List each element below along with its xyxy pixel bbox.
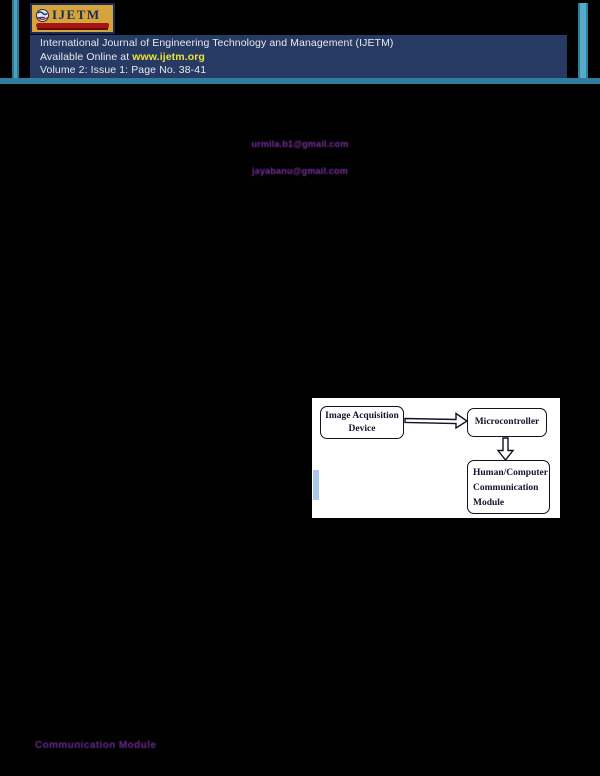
- journal-logo: IJETM: [30, 3, 115, 34]
- book-icon: [36, 23, 109, 28]
- available-online-prefix: Available Online at: [40, 50, 130, 63]
- selection-highlight-bar: [313, 470, 319, 500]
- footer-link[interactable]: Communication Module: [35, 740, 157, 751]
- arrow-right-icon: [404, 412, 469, 430]
- box-microcontroller: Microcontroller: [467, 408, 547, 437]
- box-image-acquisition-device: Image Acquisition Device: [320, 406, 404, 439]
- box-human-computer-communication-module: Human/Computer Communication Module: [467, 460, 550, 514]
- logo-title: IJETM: [52, 7, 101, 22]
- website-link[interactable]: www.ijetm.org: [132, 50, 205, 63]
- right-accent-bar: [578, 3, 588, 78]
- left-accent-bar: [12, 0, 19, 78]
- logo-row: IJETM: [32, 5, 113, 23]
- author-email-link-2[interactable]: jayabanu@gmail.com: [252, 166, 348, 176]
- figure-block-diagram: Image Acquisition Device Microcontroller…: [312, 398, 560, 518]
- journal-banner: International Journal of Engineering Tec…: [30, 35, 567, 78]
- author-email-link-1[interactable]: urmila.b1@gmail.com: [251, 139, 349, 149]
- box-image-acquisition-label: Image Acquisition Device: [325, 410, 399, 434]
- box-microcontroller-label: Microcontroller: [474, 417, 540, 427]
- globe-icon: [36, 8, 49, 22]
- arrow-down-icon: [496, 437, 515, 462]
- volume-issue-line: Volume 2: Issue 1: Page No. 38-41: [40, 64, 207, 76]
- journal-title: International Journal of Engineering Tec…: [40, 37, 394, 49]
- box-hcm-label: Human/Computer Communication Module: [473, 468, 548, 508]
- header-divider-rule: [0, 78, 600, 84]
- diagram-arrows: [404, 412, 547, 469]
